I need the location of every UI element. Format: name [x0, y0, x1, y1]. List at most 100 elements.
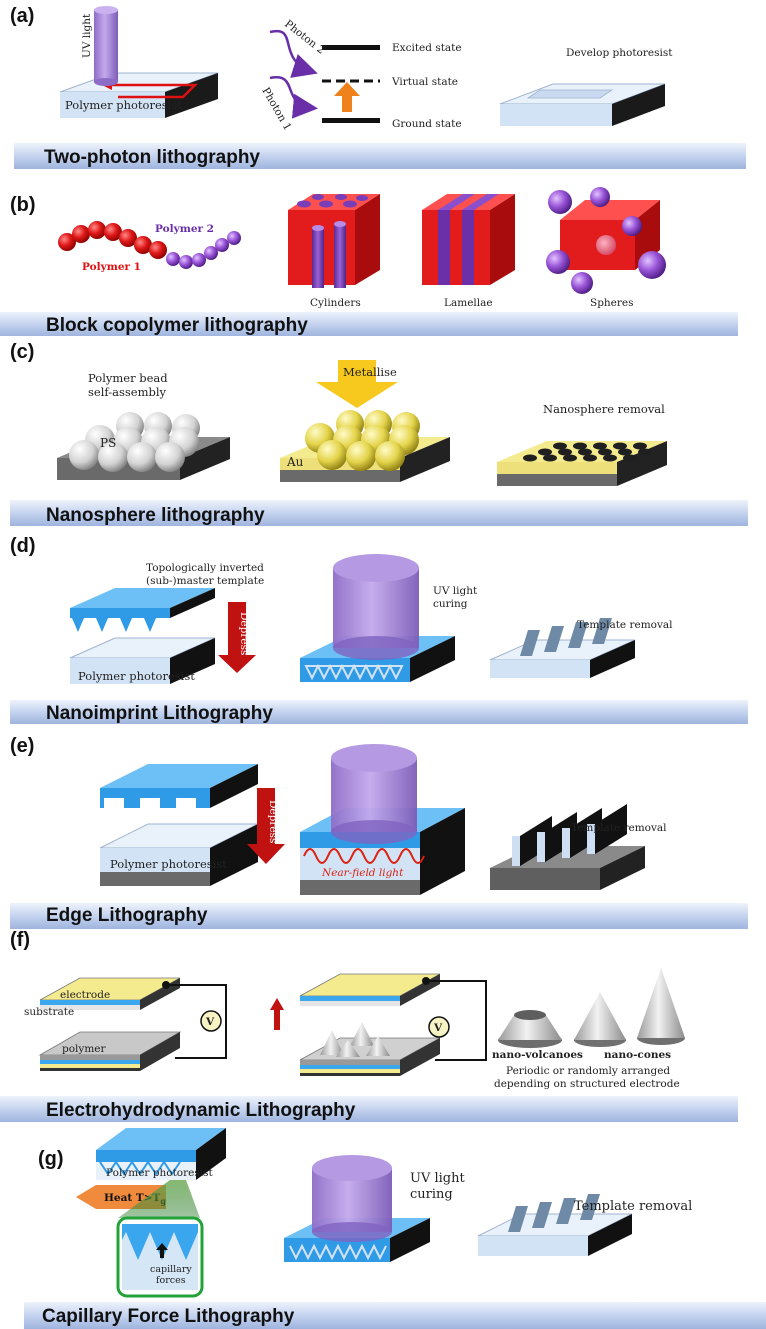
nano-volcano	[498, 1010, 562, 1048]
cones-label: nano-cones	[604, 1049, 671, 1061]
title-d: Nanoimprint Lithography	[46, 703, 273, 724]
lift-arrow	[270, 998, 284, 1030]
substrate-label: substrate	[24, 1006, 74, 1018]
capillary-label-line2: forces	[156, 1275, 186, 1286]
photoresist-label-a: Polymer photoresist	[65, 98, 182, 112]
nano-cone-large	[637, 968, 685, 1045]
spheres-cube	[546, 187, 666, 294]
imprinted-ridges-d	[520, 618, 612, 656]
circuit-wire-2	[426, 980, 487, 1061]
photoresist-label-e: Polymer photoresist	[110, 857, 227, 871]
cylinders-label: Cylinders	[310, 297, 361, 309]
ps-spheres	[69, 412, 200, 472]
banner-b	[0, 312, 738, 336]
banner-g	[24, 1302, 766, 1329]
banner-f	[0, 1096, 738, 1122]
banner-e	[10, 903, 748, 929]
au-label: Au	[286, 455, 304, 469]
develop-label: Develop photoresist	[566, 47, 673, 59]
panel-label-d: (d)	[10, 535, 36, 557]
volcanoes-label: nano-volcanoes	[492, 1049, 583, 1061]
arrangement-note-line1: Periodic or randomly arranged	[506, 1065, 670, 1077]
photon1-label: Photon 1	[259, 86, 293, 133]
template-removal-label-g: Template removal	[574, 1199, 692, 1214]
title-e: Edge Lithography	[46, 905, 208, 926]
uv-light-label: UV light	[81, 13, 93, 58]
bead-label-line2: self-assembly	[88, 385, 167, 399]
voltage-label-1: V	[205, 1016, 215, 1028]
template-label-line1: Topologically inverted	[146, 562, 264, 574]
polymer1-label: Polymer 1	[82, 261, 141, 273]
voltage-source-2	[428, 1016, 450, 1038]
bead-label-line1: Polymer bead	[88, 371, 168, 385]
panel-label-f: (f)	[10, 929, 30, 951]
panel-label-a: (a)	[10, 5, 34, 27]
panel-label-b: (b)	[10, 194, 36, 216]
virtual-state-label: Virtual state	[391, 76, 458, 88]
template-d	[70, 608, 170, 632]
lamellae-label: Lamellae	[444, 297, 493, 309]
photon2-label: Photon 2	[282, 18, 327, 57]
metallise-label: Metallise	[343, 365, 397, 379]
title-f: Electrohydrodynamic Lithography	[46, 1100, 356, 1121]
panel-label-g: (g)	[38, 1148, 64, 1170]
cylinders-cube	[288, 194, 380, 288]
template-label-line2: (sub-)master template	[146, 575, 264, 587]
panel-d: Polymer photoresist Topologically invert…	[10, 535, 673, 724]
banner-d	[10, 700, 748, 724]
panel-e: Polymer photoresist Depress Near-field l…	[10, 735, 667, 926]
polymer-label: polymer	[62, 1043, 107, 1055]
excited-state-line	[322, 45, 380, 50]
metallise-arrow	[316, 360, 398, 408]
panel-g: Polymer photoresist Heat T>Tg capillary …	[38, 1128, 692, 1327]
template-e	[100, 788, 210, 808]
excitation-arrow	[334, 82, 360, 112]
panel-c: PS Polymer bead self-assembly Metallise …	[10, 341, 667, 526]
arrangement-note-line2: depending on structured electrode	[494, 1078, 680, 1090]
voltage-source-1	[200, 1010, 222, 1032]
template-removal-label-d: Template removal	[577, 619, 673, 631]
title-a: Two-photon lithography	[44, 147, 260, 168]
panel-label-c: (c)	[10, 341, 34, 363]
uv-label-line2-d: curing	[433, 598, 468, 610]
depress-arrow-e	[247, 788, 285, 864]
nano-cone-small	[574, 992, 626, 1047]
uv-label-line1-g: UV light	[410, 1171, 465, 1186]
photoresist-label-d: Polymer photoresist	[78, 669, 195, 683]
nanosphere-removal-label: Nanosphere removal	[543, 402, 665, 416]
capillary-label-line1: capillary	[150, 1264, 192, 1275]
polymer2-label: Polymer 2	[155, 223, 214, 235]
panel-f: electrode substrate polymer V V	[10, 929, 685, 1121]
imprinted-ridges-g	[508, 1194, 600, 1232]
excited-state-label: Excited state	[392, 42, 462, 54]
banner-c	[10, 500, 748, 526]
electrode-label: electrode	[60, 989, 110, 1001]
edge-ridges-e	[512, 804, 627, 866]
ground-state-line	[322, 118, 380, 123]
depress-label-d: Depress	[238, 612, 250, 655]
spheres-label: Spheres	[590, 297, 634, 309]
template-removal-label-e: Template removal	[571, 822, 667, 834]
polymer2-chain	[166, 231, 241, 269]
panel-label-e: (e)	[10, 735, 34, 757]
lamellae-cube	[422, 194, 515, 285]
uv-label-line2-g: curing	[410, 1187, 453, 1202]
panel-b: Polymer 1 Polymer 2 Cylinders Lamellae	[10, 187, 666, 336]
near-field-wave	[303, 848, 425, 864]
voltage-label-2: V	[433, 1022, 443, 1034]
title-c: Nanosphere lithography	[46, 505, 265, 526]
emerging-cones	[320, 1022, 390, 1057]
title-b: Block copolymer lithography	[46, 315, 308, 336]
uv-label-line1-d: UV light	[433, 585, 478, 597]
photoresist-label-g: Polymer photoresist	[106, 1167, 213, 1179]
depress-arrow-d	[218, 602, 256, 673]
near-field-label: Near-field light	[321, 867, 404, 879]
au-spheres	[305, 410, 420, 471]
circuit-wire-1	[166, 984, 227, 1059]
title-g: Capillary Force Lithography	[42, 1306, 295, 1327]
nanohole-array	[523, 442, 652, 462]
ground-state-label: Ground state	[392, 118, 462, 130]
banner-a	[14, 143, 746, 169]
